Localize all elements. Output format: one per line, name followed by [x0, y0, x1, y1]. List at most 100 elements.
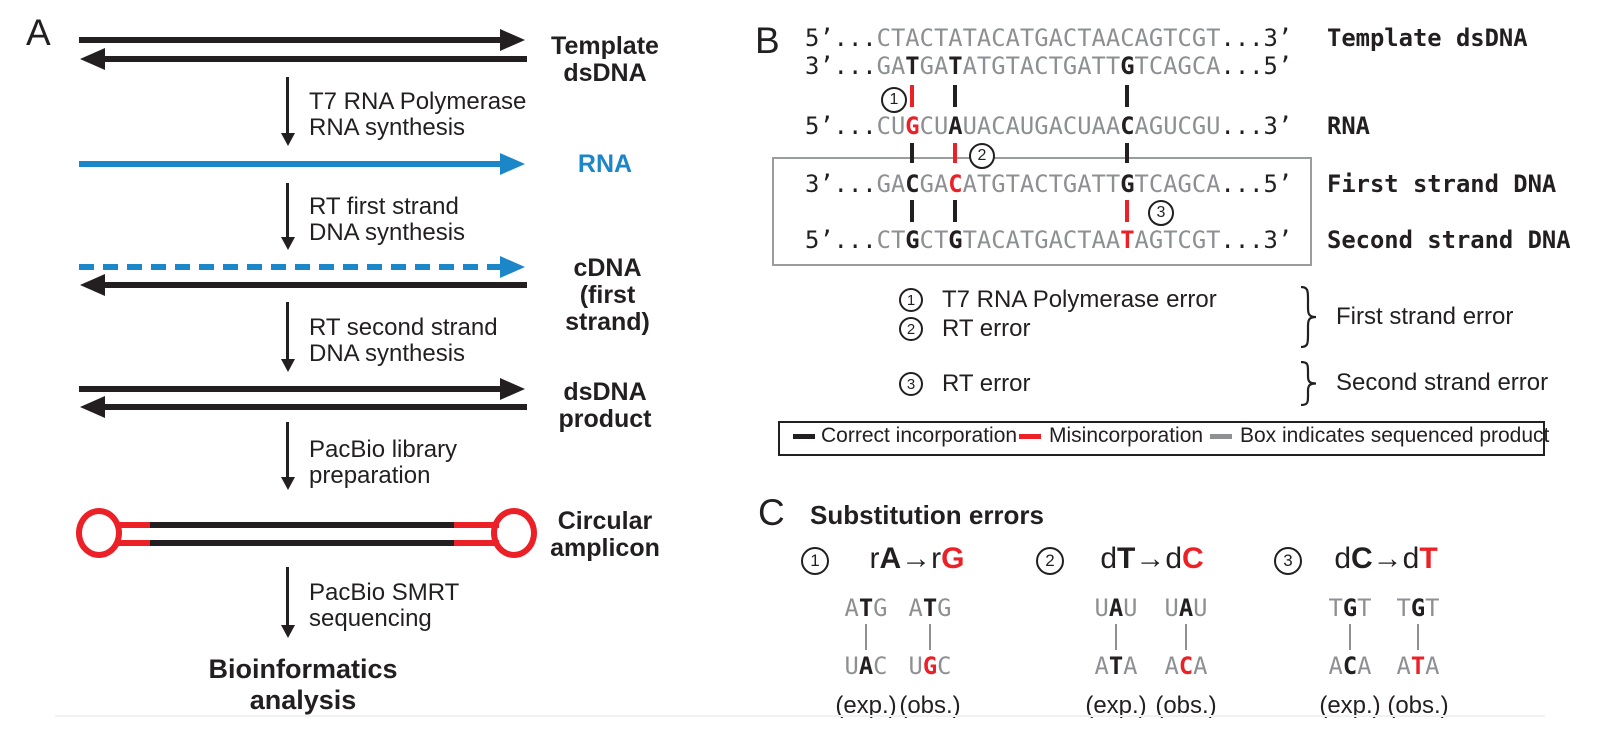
sequence-segment: T	[922, 594, 938, 622]
exp-top-sequence: TGT	[1329, 594, 1372, 622]
panel-a-label: A	[26, 12, 51, 53]
sequence-segment: A	[844, 594, 859, 622]
sequence-segment: C	[1182, 542, 1204, 575]
obs-bottom-sequence: ATA	[1397, 652, 1440, 680]
sequenced-product-line-icon	[1210, 434, 1232, 439]
exp-label: (exp.)	[1085, 692, 1147, 719]
step2-text-line1: RT first strand	[309, 193, 459, 220]
sequence-segment: A	[1328, 652, 1343, 680]
error-1-circle: 1	[899, 288, 923, 312]
cdna-label: cDNA (first strand)	[535, 255, 680, 336]
obs-pairing-line	[1185, 624, 1187, 650]
sequence-segment: 5’...	[805, 226, 877, 254]
sequence-segment: G	[1410, 594, 1426, 622]
sequence-segment: T	[1117, 542, 1136, 575]
sequence-segment: C	[873, 652, 888, 680]
sequence-segment: A	[1425, 652, 1440, 680]
circular-amplicon-label: Circular amplicon	[540, 508, 670, 562]
sequence-segment: G	[1120, 52, 1135, 80]
obs-bottom-sequence: ACA	[1165, 652, 1208, 680]
sequence-segment: G	[905, 112, 920, 140]
sequence-segment: U	[844, 652, 859, 680]
dsdna-reverse-arrow	[105, 404, 527, 410]
error-3-text: RT error	[942, 370, 1031, 397]
sequence-segment: GA	[876, 170, 906, 198]
sequence-error-2-circle: 2	[969, 143, 995, 169]
incorporation-tick-black	[953, 200, 958, 222]
sequence-segment: C	[905, 170, 920, 198]
sequence-segment: 5’...	[805, 112, 877, 140]
sequence-segment: C	[1120, 112, 1135, 140]
sequence-segment: C	[1351, 542, 1373, 575]
obs-label: (obs.)	[1155, 692, 1217, 719]
first-strand-error-brace	[1300, 286, 1317, 348]
obs-label: (obs.)	[1387, 692, 1449, 719]
substitution-3-label: dC→dT	[1334, 542, 1437, 576]
step1-text-line2: RNA synthesis	[309, 113, 466, 141]
step3-text-line2: DNA synthesis	[309, 339, 466, 367]
incorporation-tick-red	[1125, 200, 1130, 222]
sequence-segment: G	[1120, 170, 1135, 198]
incorporation-tick-red	[910, 85, 915, 107]
second-strand-dna: 5’...CTGCTGTACATGACTAATAGTCGT...3’	[805, 226, 1292, 254]
incorporation-tick-black	[953, 85, 958, 107]
sequenced-product-box	[772, 157, 1312, 266]
sequence-segment: 3’...	[805, 52, 877, 80]
rna-arrow	[79, 161, 500, 167]
sequence-segment: CTACTATACATGACTAACAGTCGT	[876, 24, 1221, 52]
second-strand-error-brace	[1300, 361, 1317, 406]
rna-label: RNA	[577, 150, 633, 178]
template-forward-arrow	[79, 37, 500, 43]
step4-down-arrow	[286, 422, 289, 477]
template-bottom-strand: 3’...GATGATATGTACTGATTGTCAGCA...5’	[805, 52, 1292, 80]
amplicon-left-hairpin-loop	[76, 508, 122, 558]
sequence-segment: U	[1094, 594, 1109, 622]
sequence-segment: TCAGCA	[1134, 170, 1221, 198]
sequence-segment: T	[1328, 594, 1343, 622]
sequence-segment: CT	[876, 226, 906, 254]
step2-text: RT first strand DNA synthesis	[309, 194, 465, 245]
incorporation-tick-black	[1125, 85, 1130, 107]
sequence-segment: d	[1402, 542, 1420, 575]
exp-top-sequence: UAU	[1095, 594, 1138, 622]
circular-amplicon-label-line2: amplicon	[550, 534, 660, 562]
sequence-segment: T	[1419, 542, 1438, 575]
sequence-segment: T	[858, 594, 874, 622]
dsdna-forward-arrow	[79, 386, 500, 392]
cdna-dashed-arrow	[79, 264, 500, 270]
step1-text: T7 RNA Polymerase RNA synthesis	[309, 89, 526, 140]
step2-text-line2: DNA synthesis	[309, 218, 466, 246]
sequence-segment: A	[1123, 652, 1138, 680]
sequence-segment: UACAUGACUAA	[962, 112, 1121, 140]
sequence-segment: →	[901, 542, 932, 575]
circular-amplicon-label-line1: Circular	[557, 507, 653, 535]
substitution-1-circle: 1	[801, 547, 829, 575]
sequence-segment: T	[1425, 594, 1440, 622]
sequence-segment: GA	[876, 52, 906, 80]
step1-down-arrow	[286, 77, 289, 133]
sequence-segment: C	[937, 652, 952, 680]
sequence-segment: 5’...	[805, 24, 877, 52]
sequence-segment: d	[1100, 542, 1117, 575]
sequence-segment: 3’...	[805, 170, 877, 198]
error-2-text: RT error	[942, 315, 1031, 342]
sequence-segment: →	[1372, 542, 1403, 575]
sequence-segment: T	[1120, 226, 1135, 254]
cdna-label-line1: cDNA	[573, 254, 642, 282]
sequence-segment: A	[1094, 652, 1109, 680]
sequence-segment: G	[1342, 594, 1358, 622]
misincorporation-line-icon	[1019, 434, 1041, 439]
obs-pairing-line	[929, 624, 931, 650]
amplicon-bottom-strand	[118, 540, 499, 546]
step5-text-line1: PacBio SMRT	[309, 579, 460, 606]
sequence-segment: T	[1396, 594, 1411, 622]
template-top-strand-label: Template dsDNA	[1327, 24, 1528, 52]
exp-bottom-sequence: UAC	[845, 652, 888, 680]
error-3-number: 3	[906, 375, 916, 393]
incorporation-tick-black	[910, 143, 915, 163]
sequence-segment: G	[905, 226, 920, 254]
bioinformatics-analysis-label: Bioinformatics analysis	[208, 654, 398, 715]
sequence-error-1-circle: 1	[881, 87, 907, 113]
panel-c-label: C	[758, 492, 785, 533]
